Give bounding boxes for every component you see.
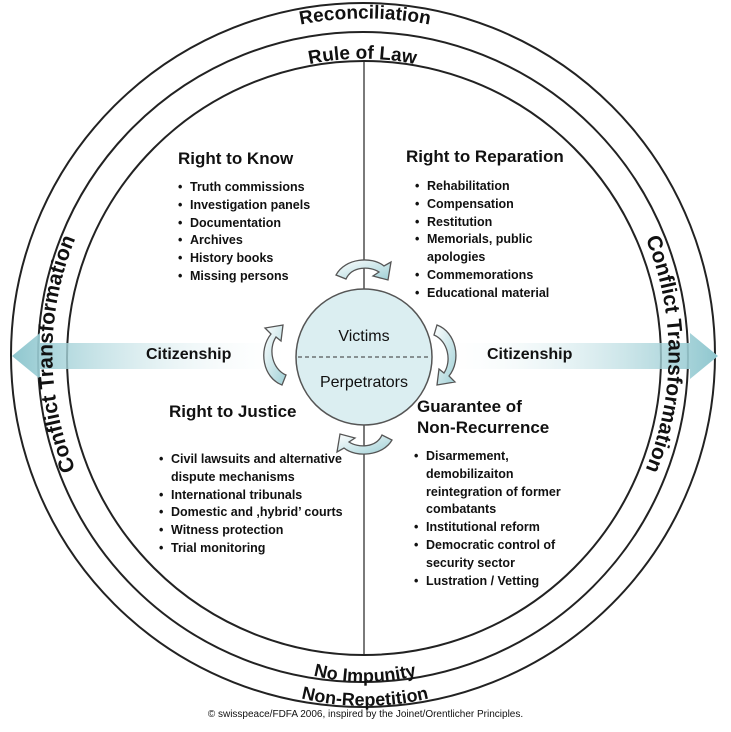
- list-item: Commemorations: [415, 267, 565, 285]
- list-item: Witness protection: [159, 522, 359, 540]
- list-item: Investigation panels: [178, 197, 348, 215]
- cycle-arrow-bottom: [336, 433, 393, 455]
- list-non-recurrence: Disarmement, demobilizaiton reintegratio…: [414, 448, 580, 590]
- citizenship-arrow-left: [12, 333, 296, 379]
- heading-right-to-justice: Right to Justice: [169, 402, 297, 421]
- ring-label-rule-of-law: Rule of Law: [307, 43, 419, 69]
- list-item: Rehabilitation: [415, 178, 565, 196]
- heading-line-1: Guarantee of: [417, 397, 522, 416]
- citizenship-arrow-right: [432, 333, 718, 379]
- heading-guarantee-of-non-recurrence: Guarantee of Non-Recurrence: [417, 396, 549, 438]
- ring-label-reconciliation: Reconciliation: [298, 2, 433, 29]
- citizenship-label-left: Citizenship: [146, 346, 232, 363]
- list-item: Compensation: [415, 196, 565, 214]
- cycle-arrow-top: [335, 259, 392, 281]
- heading-right-to-know: Right to Know: [178, 149, 294, 168]
- list-item: International tribunals: [159, 487, 359, 505]
- list-item: Restitution: [415, 214, 565, 232]
- center-label-perpetrators: Perpetrators: [319, 374, 409, 391]
- list-item: Documentation: [178, 215, 348, 233]
- heading-line-2: Non-Recurrence: [417, 418, 550, 437]
- list-item: Lustration / Vetting: [414, 573, 580, 591]
- list-item: History books: [178, 250, 348, 268]
- citizenship-label-right: Citizenship: [487, 346, 573, 363]
- list-right-to-know: Truth commissions Investigation panels D…: [178, 179, 348, 286]
- cycle-arrow-left: [263, 324, 287, 386]
- list-item: Disarmement, demobilizaiton reintegratio…: [414, 448, 580, 519]
- heading-right-to-reparation: Right to Reparation: [406, 147, 564, 166]
- list-item: Democratic control of security sector: [414, 537, 580, 573]
- credit-line: © swisspeace/FDFA 2006, inspired by the …: [207, 709, 524, 720]
- list-item: Domestic and ‚hybrid’ courts: [159, 504, 359, 522]
- center-label-victims: Victims: [338, 328, 390, 345]
- list-item: Memorials, public apologies: [415, 231, 565, 267]
- list-item: Trial monitoring: [159, 540, 359, 558]
- list-item: Archives: [178, 232, 348, 250]
- list-right-to-reparation: Rehabilitation Compensation Restitution …: [415, 178, 565, 303]
- list-item: Missing persons: [178, 268, 348, 286]
- ring-label-no-impunity: No Impunity: [312, 660, 417, 686]
- ring-label-non-repetition: Non-Repetition: [300, 683, 430, 710]
- cycle-arrow-right: [433, 324, 457, 386]
- list-item: Institutional reform: [414, 519, 580, 537]
- list-item: Civil lawsuits and alternative dispute m…: [159, 451, 359, 487]
- list-item: Educational material: [415, 285, 565, 303]
- list-right-to-justice: Civil lawsuits and alternative dispute m…: [159, 451, 359, 558]
- list-item: Truth commissions: [178, 179, 348, 197]
